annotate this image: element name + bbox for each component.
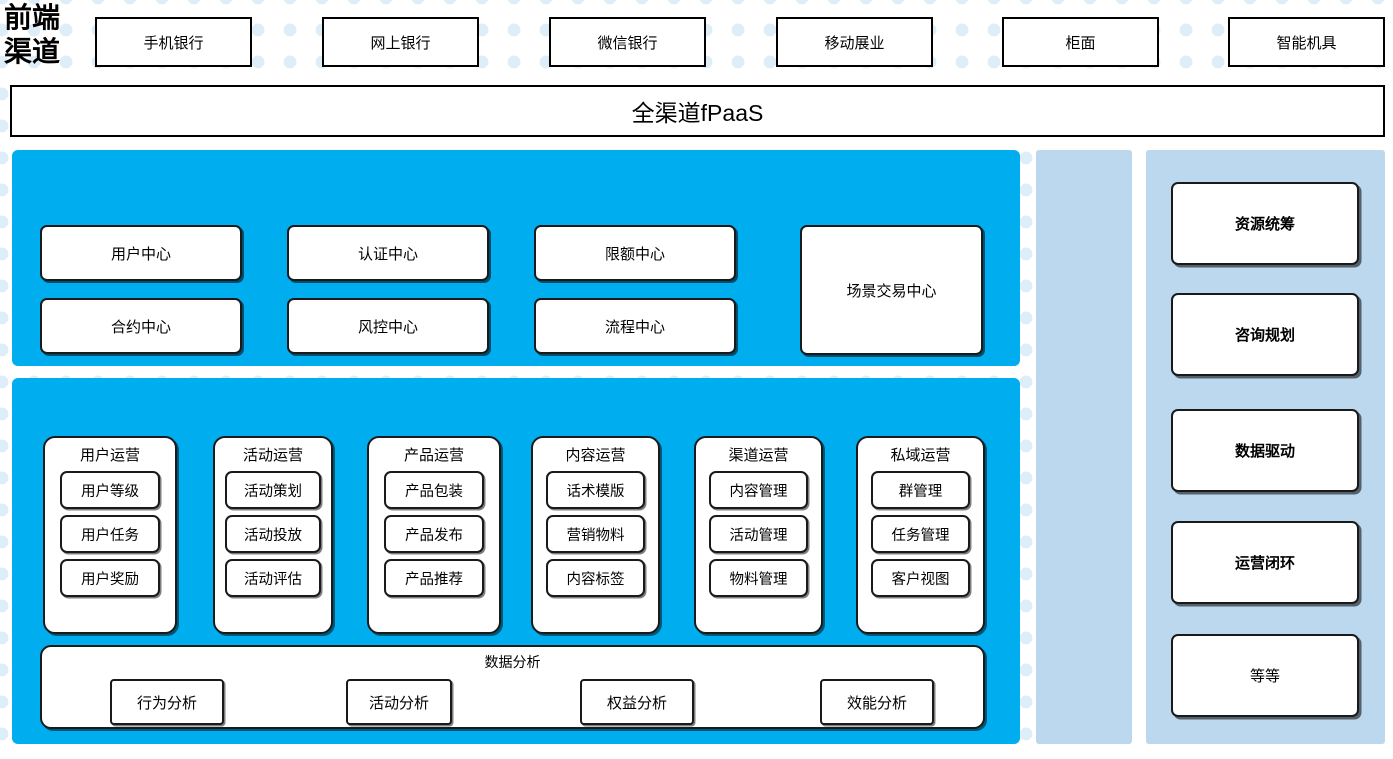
operation-group-user-items: 用户等级 用户任务 用户奖励 <box>45 471 175 597</box>
operation-group-product-items: 产品包装 产品发布 产品推荐 <box>369 471 499 597</box>
trade-card-risk-center[interactable]: 风控中心 <box>287 298 489 354</box>
operation-item-customer-view[interactable]: 客户视图 <box>871 559 970 597</box>
operation-item-content-tag[interactable]: 内容标签 <box>546 559 645 597</box>
operation-item-user-reward[interactable]: 用户奖励 <box>60 559 160 597</box>
escort-operation-service-panel <box>1036 150 1132 744</box>
capability-card-resource-coordination[interactable]: 资源统筹 <box>1171 182 1359 265</box>
operation-group-private-domain-items: 群管理 任务管理 客户视图 <box>858 471 983 597</box>
operation-item-group-manage[interactable]: 群管理 <box>871 471 970 509</box>
operation-group-campaign[interactable]: 活动运营 活动策划 活动投放 活动评估 <box>213 436 333 634</box>
operation-group-private-domain[interactable]: 私域运营 群管理 任务管理 客户视图 <box>856 436 985 634</box>
channel-box-online-bank[interactable]: 网上银行 <box>322 17 479 67</box>
omnichannel-fpaas-bar[interactable]: 全渠道fPaaS <box>10 85 1385 137</box>
operation-item-assets-manage[interactable]: 物料管理 <box>709 559 808 597</box>
operation-group-channel-title: 渠道运营 <box>728 447 789 464</box>
channel-box-counter[interactable]: 柜面 <box>1002 17 1159 67</box>
front-channel-label-line1: 前端 <box>4 3 61 34</box>
channel-box-mobile-bank[interactable]: 手机银行 <box>95 17 252 67</box>
operation-item-campaign-launch[interactable]: 活动投放 <box>225 515 321 553</box>
operation-group-user[interactable]: 用户运营 用户等级 用户任务 用户奖励 <box>43 436 177 634</box>
operation-item-marketing-assets[interactable]: 营销物料 <box>546 515 645 553</box>
operation-group-campaign-title: 活动运营 <box>242 447 303 464</box>
channel-box-wechat-bank[interactable]: 微信银行 <box>549 17 706 67</box>
data-analysis-band[interactable]: 数据分析 行为分析 活动分析 权益分析 效能分析 <box>40 645 985 729</box>
operation-item-product-release[interactable]: 产品发布 <box>384 515 484 553</box>
operation-group-campaign-items: 活动策划 活动投放 活动评估 <box>215 471 331 597</box>
operation-item-user-level[interactable]: 用户等级 <box>60 471 160 509</box>
analysis-item-behavior[interactable]: 行为分析 <box>110 679 224 725</box>
operation-group-channel-items: 内容管理 活动管理 物料管理 <box>696 471 821 597</box>
analysis-item-campaign[interactable]: 活动分析 <box>346 679 452 725</box>
analysis-item-efficiency[interactable]: 效能分析 <box>820 679 934 725</box>
analysis-item-benefits[interactable]: 权益分析 <box>580 679 694 725</box>
operation-group-user-title: 用户运营 <box>79 447 140 464</box>
front-channel-label-line2: 渠道 <box>4 37 61 68</box>
trade-card-limit-center[interactable]: 限额中心 <box>534 225 736 281</box>
operation-item-product-recommend[interactable]: 产品推荐 <box>384 559 484 597</box>
operation-item-campaign-eval[interactable]: 活动评估 <box>225 559 321 597</box>
trade-card-process-center[interactable]: 流程中心 <box>534 298 736 354</box>
operation-group-channel[interactable]: 渠道运营 内容管理 活动管理 物料管理 <box>694 436 823 634</box>
channel-box-mobile-biz[interactable]: 移动展业 <box>776 17 933 67</box>
operation-item-content-manage[interactable]: 内容管理 <box>709 471 808 509</box>
operation-group-content[interactable]: 内容运营 话术模版 营销物料 内容标签 <box>531 436 660 634</box>
operation-group-product[interactable]: 产品运营 产品包装 产品发布 产品推荐 <box>367 436 501 634</box>
operation-group-content-title: 内容运营 <box>565 447 626 464</box>
data-analysis-title: 数据分析 <box>484 654 541 670</box>
capability-card-consulting-planning[interactable]: 咨询规划 <box>1171 293 1359 376</box>
trade-card-user-center[interactable]: 用户中心 <box>40 225 242 281</box>
operation-item-script-template[interactable]: 话术模版 <box>546 471 645 509</box>
channel-box-smart-machine[interactable]: 智能机具 <box>1228 17 1385 67</box>
capability-card-etc[interactable]: 等等 <box>1171 634 1359 717</box>
operation-item-user-task[interactable]: 用户任务 <box>60 515 160 553</box>
operation-item-product-package[interactable]: 产品包装 <box>384 471 484 509</box>
operation-item-task-manage[interactable]: 任务管理 <box>871 515 970 553</box>
capability-card-operation-closed-loop[interactable]: 运营闭环 <box>1171 521 1359 604</box>
trade-card-contract-center[interactable]: 合约中心 <box>40 298 242 354</box>
operation-item-campaign-plan[interactable]: 活动策划 <box>225 471 321 509</box>
operation-item-campaign-manage[interactable]: 活动管理 <box>709 515 808 553</box>
trade-card-auth-center[interactable]: 认证中心 <box>287 225 489 281</box>
trade-card-scenario-trade-center[interactable]: 场景交易中心 <box>800 225 983 355</box>
capability-card-data-driven[interactable]: 数据驱动 <box>1171 409 1359 492</box>
operation-group-private-domain-title: 私域运营 <box>890 447 951 464</box>
front-channel-label: 前端 渠道 <box>4 2 88 74</box>
operation-group-content-items: 话术模版 营销物料 内容标签 <box>533 471 658 597</box>
operation-group-product-title: 产品运营 <box>403 447 464 464</box>
